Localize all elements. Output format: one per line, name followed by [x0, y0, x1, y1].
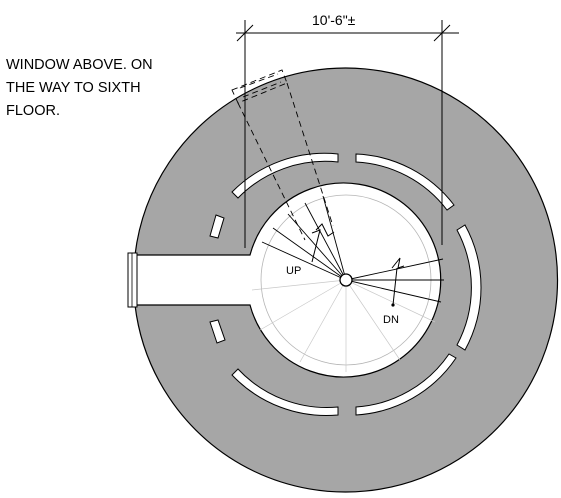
slot-small-lower [209, 319, 226, 344]
window-above-dashed [231, 69, 334, 241]
slot-lower-right [355, 353, 457, 416]
window-note: WINDOW ABOVE. ON THE WAY TO SIXTH FLOOR. [6, 57, 153, 119]
window-note-line-3: FLOOR. [6, 103, 60, 119]
down-arrow [391, 257, 405, 306]
stair-treads-below [251, 279, 436, 372]
up-arrow [311, 223, 335, 263]
down-label: DN [383, 314, 399, 326]
dimension-lines [236, 20, 459, 248]
dimension-label: 10'-6"± [312, 12, 356, 28]
window-note-line-1: WINDOW ABOVE. ON [6, 57, 153, 73]
stair-treads [261, 195, 444, 303]
slot-upper-left [231, 152, 339, 199]
slot-upper-right [355, 153, 455, 211]
wall-slots [209, 152, 482, 416]
up-label: UP [286, 265, 301, 277]
circular-wall [134, 67, 559, 493]
slot-lower-left [231, 368, 339, 416]
corridor-window [127, 252, 138, 308]
down-dot [391, 303, 395, 307]
slot-small-upper [209, 214, 225, 239]
slot-right [456, 224, 482, 351]
center-post [339, 273, 353, 287]
window-note-line-2: THE WAY TO SIXTH [6, 80, 141, 96]
